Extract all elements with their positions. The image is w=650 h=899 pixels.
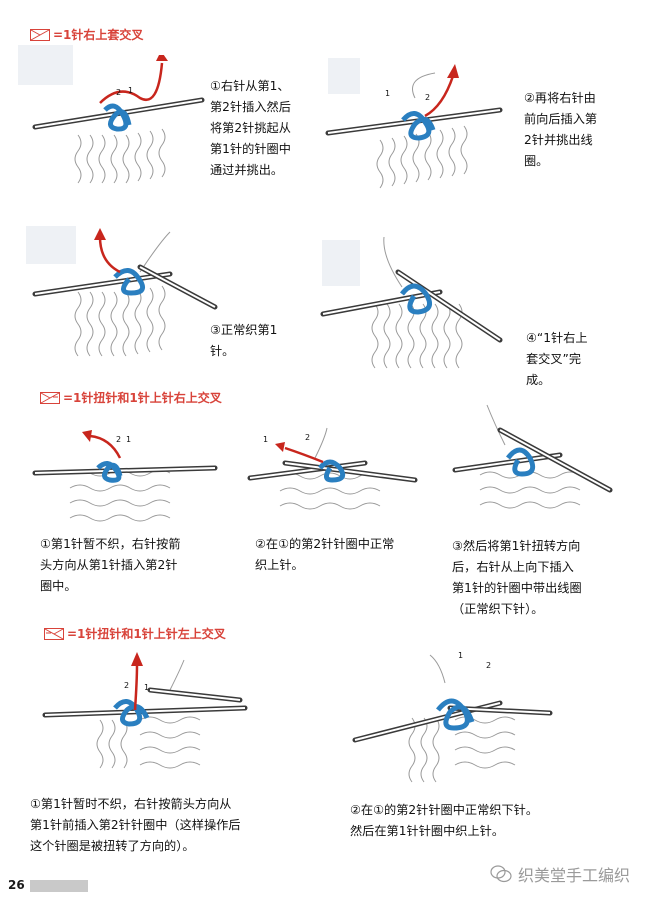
red-arrow-icon [285, 448, 323, 462]
caption-line: 圈。 [524, 151, 634, 172]
watermark-text: 织美堂手工编织 [518, 862, 630, 886]
figure-s1-2: 1 2 [325, 58, 505, 208]
figure-s3-2: 1 2 [350, 648, 555, 793]
caption-s1-4: ④“1针右上 套交叉”完 成。 [526, 328, 636, 391]
caption-line: 头方向从第1针插入第2针 [40, 555, 235, 576]
page-bar [30, 880, 88, 892]
stitch-label-1: 1 [263, 435, 268, 444]
caption-line: ④“1针右上 [526, 328, 636, 349]
figure-s1-1: 2 1 [30, 55, 205, 205]
knit-swatch [75, 232, 170, 356]
caption-line: ②在①的第2针针圈中正常 [255, 534, 440, 555]
caption-s3-1: ①第1针暂时不织，右针按箭头方向从 第1针前插入第2针针圈中（这样操作后 这个针… [30, 794, 300, 857]
caption-s2-3: ③然后将第1针扭转方向 后，右针从上向下插入 第1针的针圈中带出线圈 （正常织下… [452, 536, 632, 620]
caption-line: ①第1针暂时不织，右针按箭头方向从 [30, 794, 300, 815]
caption-line: ①右针从第1、 [210, 76, 320, 97]
watermark: 织美堂手工编织 [490, 862, 630, 886]
stitch-label-2: 2 [124, 681, 129, 690]
caption-line: 后，右针从上向下插入 [452, 557, 632, 578]
stitch-label-1: 1 [458, 651, 463, 660]
stitch-label-1: 1 [128, 86, 133, 95]
caption-s1-3: ③正常织第1 针。 [210, 320, 310, 362]
caption-s1-2: ②再将右针由 前向后插入第 2针并挑出线 圈。 [524, 88, 634, 172]
figure-s2-1: 2 1 [30, 418, 220, 528]
caption-line: 成。 [526, 370, 636, 391]
page-number: 26 [8, 878, 25, 892]
figure-s1-4 [320, 232, 510, 392]
caption-line: 这个针圈是被扭转了方向的）。 [30, 836, 300, 857]
twist-cross-symbol-icon [40, 392, 60, 404]
mixed-swatch [409, 655, 515, 782]
stitch-label-2: 2 [486, 661, 491, 670]
caption-line: ②再将右针由 [524, 88, 634, 109]
caption-line: 圈中。 [40, 576, 235, 597]
stitch-label-2: 2 [116, 435, 121, 444]
twist-cross-left-symbol-icon [44, 628, 64, 640]
red-arrow-icon [100, 63, 162, 103]
figure-s2-3 [450, 400, 625, 530]
stitch-label-1: 1 [144, 683, 149, 692]
wechat-icon [490, 865, 512, 883]
stitch-label-2: 2 [425, 93, 430, 102]
caption-line: ③正常织第1 [210, 320, 310, 341]
section-title-text: =1针右上套交叉 [53, 26, 143, 43]
figure-s1-3 [30, 222, 225, 372]
caption-s2-1: ①第1针暂不织，右针按箭 头方向从第1针插入第2针 圈中。 [40, 534, 235, 597]
caption-line: 通过并挑出。 [210, 160, 320, 181]
caption-line: ②在①的第2针针圈中正常织下针。 [350, 800, 600, 821]
section-title-3: =1针扭针和1针上针左上交叉 [44, 625, 226, 642]
caption-line: （正常织下针）。 [452, 599, 632, 620]
stitch-label-1: 1 [385, 89, 390, 98]
figure-s3-1: 2 1 [40, 650, 255, 785]
stitch-label-2: 2 [116, 88, 121, 97]
caption-line: ①第1针暂不织，右针按箭 [40, 534, 235, 555]
stitch-label-1: 1 [126, 435, 131, 444]
figure-s2-2: 1 2 [245, 418, 425, 528]
caption-line: 将第2针挑起从 [210, 118, 320, 139]
caption-s1-1: ①右针从第1、 第2针插入然后 将第2针挑起从 第1针的针圈中 通过并挑出。 [210, 76, 320, 181]
section-title-2: =1针扭针和1针上针右上交叉 [40, 389, 222, 406]
red-arrow-icon [100, 237, 120, 272]
section-title-1: =1针右上套交叉 [30, 26, 143, 43]
section-title-text: =1针扭针和1针上针左上交叉 [67, 625, 226, 642]
caption-line: ③然后将第1针扭转方向 [452, 536, 632, 557]
caption-s3-2: ②在①的第2针针圈中正常织下针。 然后在第1针针圈中织上针。 [350, 800, 600, 842]
caption-line: 第1针前插入第2针针圈中（这样操作后 [30, 815, 300, 836]
knit-swatch [377, 73, 467, 188]
caption-line: 然后在第1针针圈中织上针。 [350, 821, 600, 842]
knit-swatch [75, 129, 165, 183]
section-title-text: =1针扭针和1针上针右上交叉 [63, 389, 222, 406]
caption-line: 第1针的针圈中带出线圈 [452, 578, 632, 599]
caption-line: 套交叉”完 [526, 349, 636, 370]
caption-line: 第1针的针圈中 [210, 139, 320, 160]
caption-s2-2: ②在①的第2针针圈中正常 织上针。 [255, 534, 440, 576]
caption-line: 2针并挑出线 [524, 130, 634, 151]
caption-line: 针。 [210, 341, 310, 362]
cross-stitch-symbol-icon [30, 29, 50, 41]
red-arrow-icon [135, 665, 137, 710]
caption-line: 第2针插入然后 [210, 97, 320, 118]
caption-line: 前向后插入第 [524, 109, 634, 130]
stitch-label-2: 2 [305, 433, 310, 442]
caption-line: 织上针。 [255, 555, 440, 576]
